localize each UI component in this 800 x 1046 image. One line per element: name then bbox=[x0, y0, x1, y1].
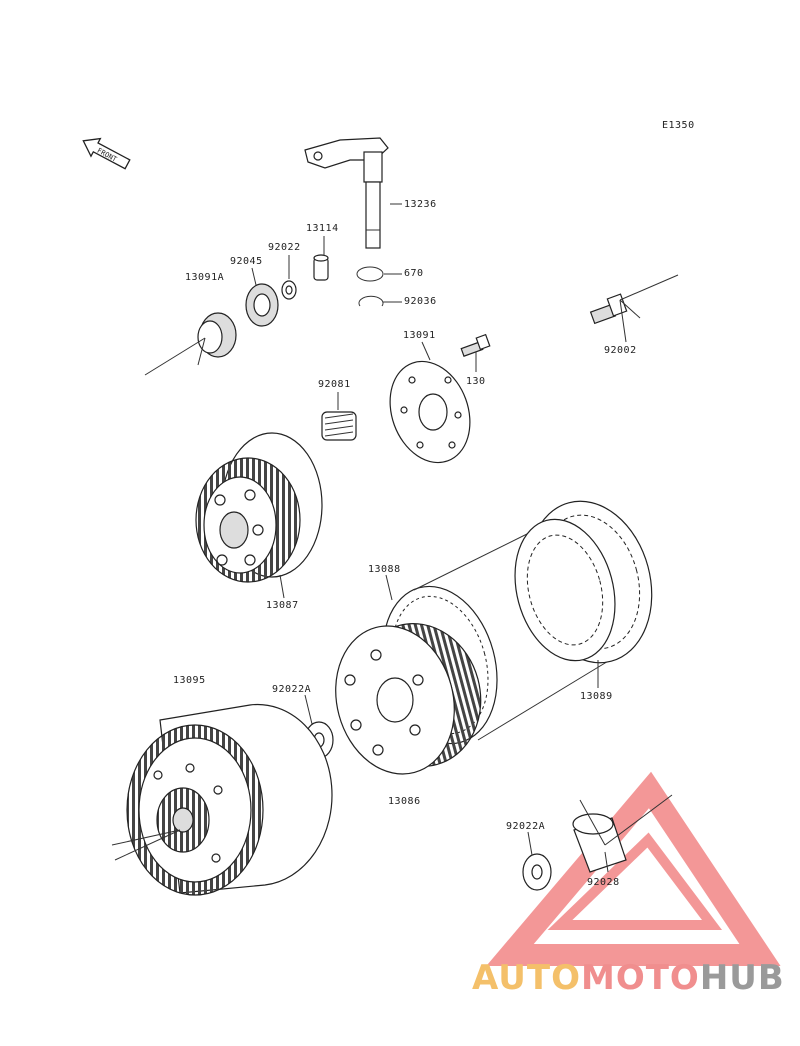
watermark-auto: AUTO bbox=[472, 958, 581, 998]
washer-92022A-lower bbox=[522, 831, 552, 891]
front-arrow-icon: FRONT bbox=[82, 137, 131, 170]
plates-13089 bbox=[514, 500, 653, 688]
part-label-13095[interactable]: 13095 bbox=[173, 675, 206, 686]
part-label-92022A-upper[interactable]: 92022A bbox=[272, 684, 312, 695]
diagram-code: E1350 bbox=[662, 120, 695, 131]
part-label-92002[interactable]: 92002 bbox=[604, 345, 637, 356]
part-label-92022A-lower[interactable]: 92022A bbox=[506, 821, 546, 832]
oring-670 bbox=[356, 266, 402, 282]
hub-13087 bbox=[195, 432, 323, 599]
bolt-130 bbox=[460, 333, 491, 372]
spring-92081 bbox=[321, 392, 357, 441]
part-label-13236[interactable]: 13236 bbox=[404, 199, 437, 210]
part-label-92045[interactable]: 92045 bbox=[230, 256, 263, 267]
part-label-92036[interactable]: 92036 bbox=[404, 296, 437, 307]
bolt-92002 bbox=[589, 274, 679, 343]
cover-13091A bbox=[144, 312, 237, 376]
part-label-92081[interactable]: 92081 bbox=[318, 379, 351, 390]
part-label-13087[interactable]: 13087 bbox=[266, 600, 299, 611]
watermark-triangle-icon bbox=[486, 771, 781, 966]
part-label-13089[interactable]: 13089 bbox=[580, 691, 613, 702]
part-label-13091[interactable]: 13091 bbox=[403, 330, 436, 341]
pin-13114 bbox=[313, 236, 329, 281]
part-label-13114[interactable]: 13114 bbox=[306, 223, 339, 234]
part-label-13088[interactable]: 13088 bbox=[368, 564, 401, 575]
watermark-logo: AUTOMOTOHUB bbox=[472, 958, 785, 998]
plate-13086 bbox=[335, 623, 482, 775]
washer-92022 bbox=[281, 255, 297, 300]
shaft-13236 bbox=[304, 137, 402, 249]
part-label-13086[interactable]: 13086 bbox=[388, 796, 421, 807]
circlip-92036 bbox=[358, 295, 402, 307]
part-label-130[interactable]: 130 bbox=[466, 376, 486, 387]
housing-13095 bbox=[111, 703, 333, 896]
part-label-13091A[interactable]: 13091A bbox=[185, 272, 225, 283]
watermark-hub: HUB bbox=[699, 958, 785, 998]
sleeve-92028 bbox=[572, 794, 673, 873]
plate-13091 bbox=[389, 341, 471, 464]
bearing-92045 bbox=[245, 267, 279, 327]
part-label-670[interactable]: 670 bbox=[404, 268, 424, 279]
part-label-92028[interactable]: 92028 bbox=[587, 877, 620, 888]
watermark-moto: MOTO bbox=[580, 958, 700, 998]
part-label-92022[interactable]: 92022 bbox=[268, 242, 301, 253]
